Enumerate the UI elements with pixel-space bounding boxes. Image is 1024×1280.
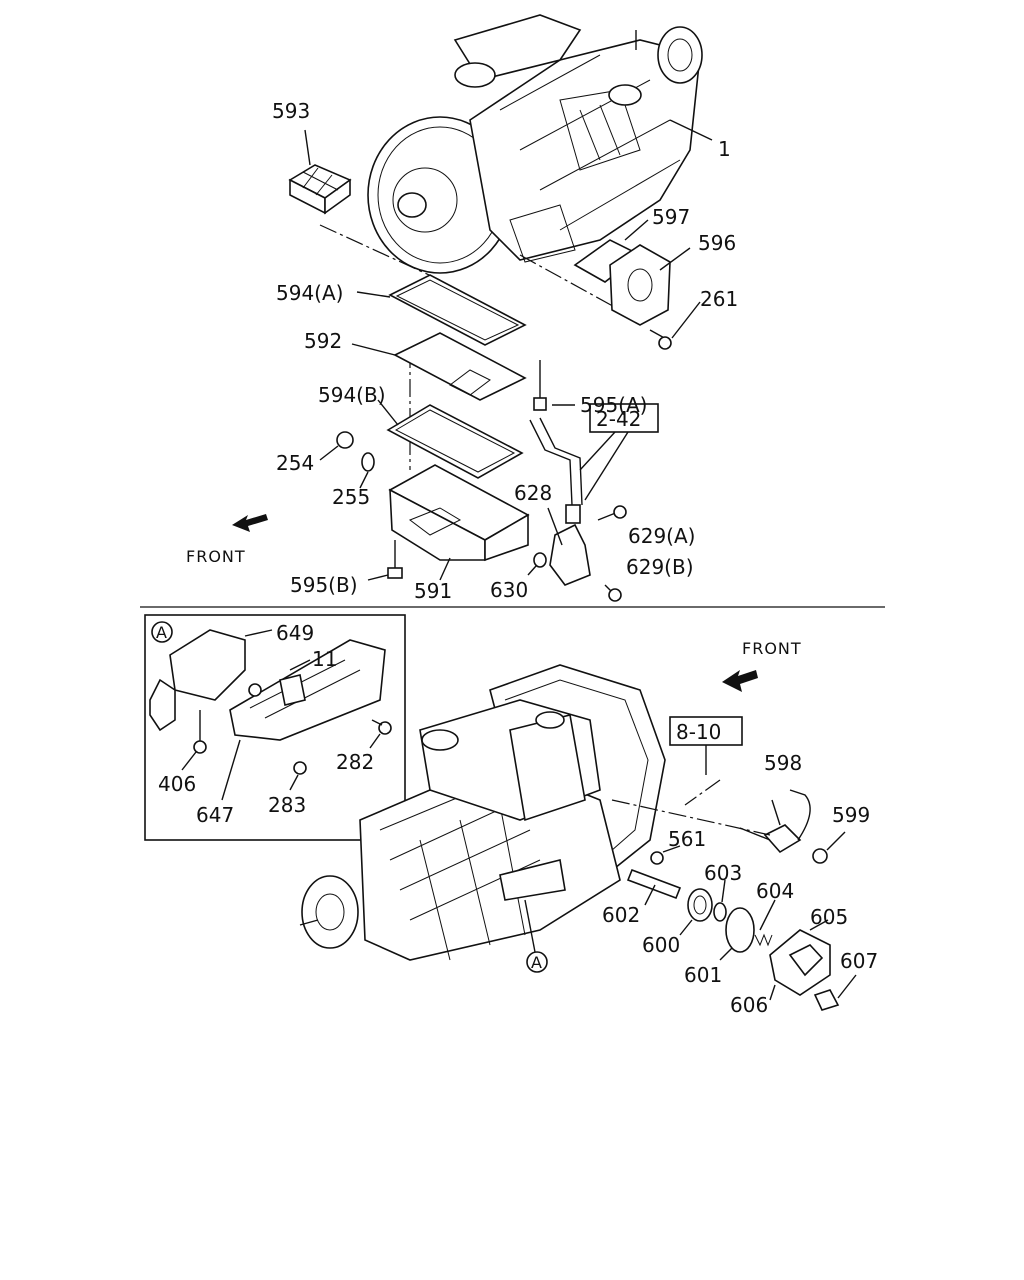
inset-detail-a: A — [144, 614, 406, 841]
label-11: 11 — [312, 647, 337, 671]
front-label-top: FRONT — [186, 547, 246, 566]
gasket-594a — [356, 274, 527, 346]
label-599: 599 — [832, 803, 870, 827]
ref-box-2-42 — [589, 403, 659, 433]
label-561: 561 — [668, 827, 706, 851]
label-602: 602 — [602, 903, 640, 927]
callout-a2-label: A — [531, 953, 543, 972]
callout-a-label: A — [156, 623, 168, 642]
label-283: 283 — [268, 793, 306, 817]
label-1: 1 — [718, 137, 731, 161]
label-592: 592 — [304, 329, 342, 353]
label-594a: 594(A) — [276, 281, 343, 305]
label-593: 593 — [272, 99, 310, 123]
ref-box-8-10 — [669, 716, 743, 746]
front-label-bottom: FRONT — [742, 639, 802, 658]
pto-cover — [573, 219, 701, 350]
label-603: 603 — [704, 861, 742, 885]
label-605: 605 — [810, 905, 848, 929]
front-arrow-icon — [232, 514, 268, 532]
label-629b: 629(B) — [626, 555, 694, 579]
transmission-bottom-assembly — [299, 664, 666, 973]
label-597: 597 — [652, 205, 690, 229]
label-601: 601 — [684, 963, 722, 987]
gasket-594b — [377, 399, 524, 479]
label-254: 254 — [276, 451, 314, 475]
bolts-top — [319, 360, 575, 581]
shaft-parts — [626, 868, 857, 1011]
callout-circle-a-icon — [151, 621, 173, 643]
oil-pipe-628 — [529, 417, 629, 602]
label-595b: 595(B) — [290, 573, 358, 597]
label-649: 649 — [276, 621, 314, 645]
ref-label-8-10: 8-10 — [676, 720, 721, 744]
label-596: 596 — [698, 231, 736, 255]
sensor-598 — [611, 789, 846, 864]
label-604: 604 — [756, 879, 794, 903]
label-607: 607 — [840, 949, 878, 973]
plate-592 — [351, 332, 527, 401]
label-591: 591 — [414, 579, 452, 603]
label-594b: 594(B) — [318, 383, 386, 407]
label-647: 647 — [196, 803, 234, 827]
transmission-top-assembly — [367, 14, 713, 274]
label-282: 282 — [336, 750, 374, 774]
callout-circle-a2-icon — [526, 951, 548, 973]
label-606: 606 — [730, 993, 768, 1017]
label-600: 600 — [642, 933, 680, 957]
label-595a: 595(A) — [580, 393, 647, 417]
ref-label-2-42: 2-42 — [596, 407, 641, 431]
label-629a: 629(A) — [628, 524, 695, 548]
label-261: 261 — [700, 287, 738, 311]
label-628: 628 — [514, 481, 552, 505]
front-arrow-icon — [722, 670, 758, 692]
label-406: 406 — [158, 772, 196, 796]
label-598: 598 — [764, 751, 802, 775]
strainer-593 — [288, 129, 352, 215]
label-255: 255 — [332, 485, 370, 509]
label-630: 630 — [490, 578, 528, 602]
oil-pan-591 — [388, 464, 530, 581]
